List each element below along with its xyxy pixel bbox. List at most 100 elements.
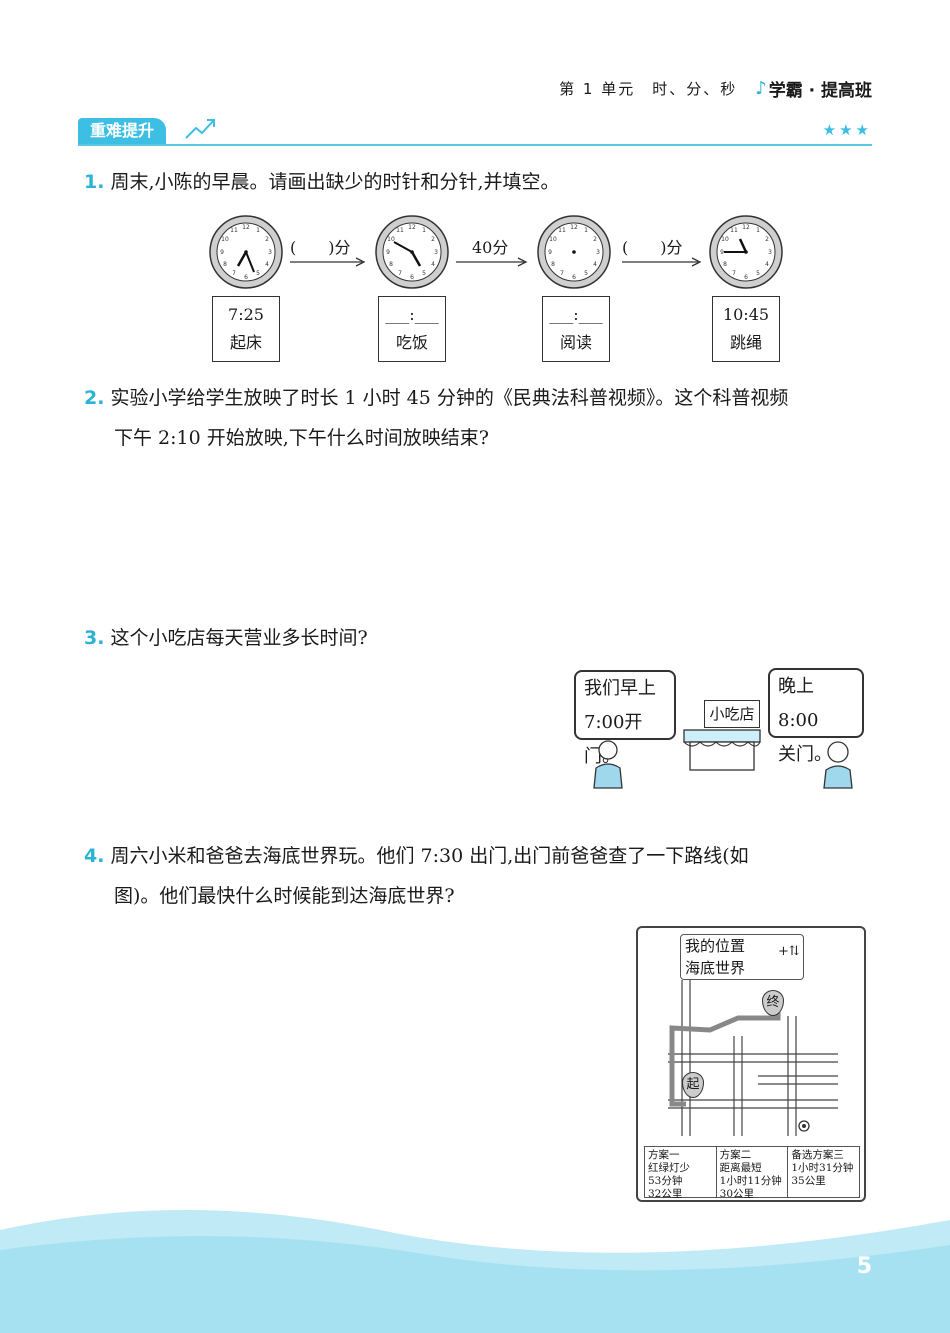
time-box-1: 7:25 起床 xyxy=(212,296,280,362)
svg-text:2: 2 xyxy=(765,236,769,243)
brand: ♪ 学霸 · 提高班 xyxy=(755,76,872,101)
question-text-line2: 图)。他们最快什么时候能到达海底世界? xyxy=(114,885,455,907)
question-text-line2: 下午 2:10 开始放映,下午什么时间放映结束? xyxy=(114,427,489,449)
plan-distance: 30公里 xyxy=(719,1188,755,1200)
svg-text:11: 11 xyxy=(396,227,404,234)
start-marker: 起 xyxy=(682,1072,704,1098)
footer-wave xyxy=(0,1210,950,1333)
plan-name: 备选方案三 xyxy=(791,1149,844,1161)
plan-name: 方案二 xyxy=(719,1149,752,1161)
svg-text:10: 10 xyxy=(721,236,729,243)
time-blank[interactable]: ___:___ xyxy=(549,305,603,324)
question-1: 1.周末,小陈的早晨。请画出缺少的时针和分针,并填空。 xyxy=(84,162,560,202)
arrow-label-1: ( )分 xyxy=(290,238,351,257)
plan-feature: 距离最短 xyxy=(719,1162,762,1174)
svg-text:8: 8 xyxy=(551,261,555,268)
svg-text:9: 9 xyxy=(548,249,552,256)
question-text: 这个小吃店每天营业多长时间? xyxy=(110,627,368,649)
woman-figure xyxy=(823,741,853,789)
plan-name: 方案一 xyxy=(648,1149,680,1161)
route-search-box: 我的位置 海底世界 xyxy=(680,934,804,980)
svg-text:1: 1 xyxy=(584,227,588,234)
svg-text:9: 9 xyxy=(386,249,390,256)
activity-label: 阅读 xyxy=(559,333,592,352)
question-text-line1: 实验小学给学生放映了时长 1 小时 45 分钟的《民典法科普视频》。这个科普视频 xyxy=(110,387,789,409)
plan-1[interactable]: 方案一 红绿灯少 53分钟 32公里 xyxy=(645,1147,717,1200)
svg-text:6: 6 xyxy=(244,274,248,281)
plan-distance: 32公里 xyxy=(648,1188,683,1200)
time-box-2[interactable]: ___:___ 吃饭 xyxy=(378,296,446,362)
svg-text:2: 2 xyxy=(431,236,435,243)
time-box-4: 10:45 跳绳 xyxy=(712,296,780,362)
unit-title: 第 1 单元 时、分、秒 xyxy=(559,80,738,98)
svg-text:7: 7 xyxy=(560,270,564,277)
speech-bubble-left: 我们早上 7:00开门。 xyxy=(574,670,676,767)
svg-text:6: 6 xyxy=(410,274,414,281)
route-to: 海底世界 xyxy=(685,959,746,977)
activity-label: 起床 xyxy=(229,333,262,352)
arrow-label-2: 40分 xyxy=(472,238,509,257)
svg-text:4: 4 xyxy=(593,261,597,268)
route-plans-table: 方案一 红绿灯少 53分钟 32公里 方案二 距离最短 1小时11分钟 30公里… xyxy=(644,1146,860,1200)
section-bar: 重难提升 ★★★ xyxy=(78,118,872,146)
bubble-line: 我们早上 xyxy=(584,678,656,699)
svg-text:7: 7 xyxy=(398,270,402,277)
time-box-3[interactable]: ___:___ 阅读 xyxy=(542,296,610,362)
arrow-1 xyxy=(290,257,366,267)
svg-text:5: 5 xyxy=(756,270,760,277)
svg-text:11: 11 xyxy=(558,227,566,234)
map-roads xyxy=(668,980,838,1136)
time-value: 10:45 xyxy=(722,305,770,324)
route-from: 我的位置 xyxy=(685,937,746,955)
svg-text:3: 3 xyxy=(434,249,438,256)
bubble-line: 晚上8:00 xyxy=(778,676,819,731)
arrow-3 xyxy=(622,257,702,267)
svg-text:11: 11 xyxy=(730,227,738,234)
svg-text:12: 12 xyxy=(408,224,416,231)
difficulty-stars: ★★★ xyxy=(822,121,872,139)
svg-text:12: 12 xyxy=(742,224,750,231)
svg-text:1: 1 xyxy=(756,227,760,234)
route-map: 我的位置 海底世界 +⇅ 起 终 方案一 红绿灯少 53分钟 32公里 方案二 … xyxy=(636,926,866,1202)
graduation-cap-icon: ♪ xyxy=(755,78,767,99)
svg-text:3: 3 xyxy=(268,249,272,256)
svg-text:10: 10 xyxy=(221,236,229,243)
svg-text:10: 10 xyxy=(549,236,557,243)
svg-text:1: 1 xyxy=(422,227,426,234)
activity-label: 跳绳 xyxy=(729,333,762,352)
svg-text:11: 11 xyxy=(230,227,238,234)
time-value: 7:25 xyxy=(228,305,264,324)
question-number: 2. xyxy=(84,387,105,409)
svg-text:5: 5 xyxy=(256,270,260,277)
swap-route-icon: +⇅ xyxy=(778,944,800,959)
svg-text:6: 6 xyxy=(572,274,576,281)
svg-text:2: 2 xyxy=(593,236,597,243)
svg-text:12: 12 xyxy=(570,224,578,231)
svg-text:7: 7 xyxy=(232,270,236,277)
question-4: 4.周六小米和爸爸去海底世界玩。他们 7:30 出门,出门前爸爸查了一下路线(如… xyxy=(84,836,749,916)
activity-label: 吃饭 xyxy=(395,333,428,352)
plan-duration: 1小时31分钟 xyxy=(791,1162,854,1174)
svg-text:6: 6 xyxy=(744,274,748,281)
question-number: 3. xyxy=(84,627,105,649)
shop-sign: 小吃店 xyxy=(704,700,760,728)
question-text: 周末,小陈的早晨。请画出缺少的时针和分针,并填空。 xyxy=(110,171,560,193)
plan-3[interactable]: 备选方案三 1小时31分钟 35公里 xyxy=(788,1147,859,1197)
arrow-label-3: ( )分 xyxy=(622,238,683,257)
speech-bubble-right: 晚上8:00 关门。 xyxy=(768,668,864,765)
bubble-line: 关门。 xyxy=(778,744,832,765)
man-figure xyxy=(593,740,623,789)
svg-text:5: 5 xyxy=(584,270,588,277)
svg-text:8: 8 xyxy=(223,261,227,268)
svg-text:4: 4 xyxy=(431,261,435,268)
svg-text:8: 8 xyxy=(389,261,393,268)
time-blank[interactable]: ___:___ xyxy=(385,305,439,324)
plan-2[interactable]: 方案二 距离最短 1小时11分钟 30公里 xyxy=(717,1147,789,1200)
svg-text:12: 12 xyxy=(242,224,250,231)
question-number: 4. xyxy=(84,845,105,867)
svg-text:8: 8 xyxy=(723,261,727,268)
svg-text:5: 5 xyxy=(422,270,426,277)
